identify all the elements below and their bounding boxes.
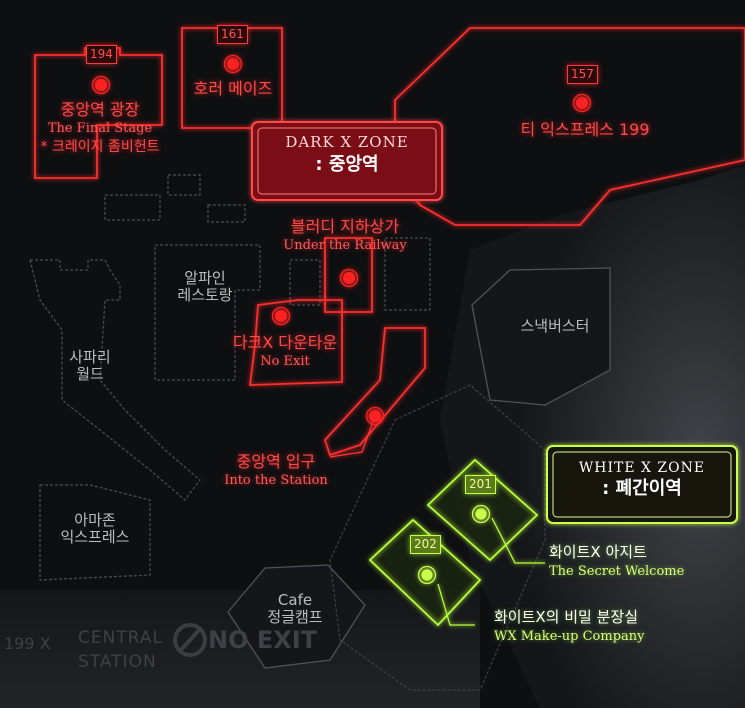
attraction-201[interactable]: 화이트X 아지트 The Secret Welcome [549, 543, 685, 580]
dark-zone-box [251, 121, 443, 201]
badge-157: 157 [567, 65, 598, 84]
attraction-202-name: 화이트X의 비밀 분장실 [494, 608, 639, 626]
place-safari-world[interactable]: 사파리 월드 [69, 348, 111, 384]
attraction-station-entrance-en: Into the Station [224, 473, 328, 489]
attraction-194-sub: * 크레이지 좀비헌트 [40, 139, 160, 156]
no-entry-sign-icon [173, 623, 207, 657]
badge-194: 194 [86, 45, 117, 64]
walkway-outlines [29, 174, 431, 581]
attraction-202[interactable]: 화이트X의 비밀 분장실 WX Make-up Company [494, 608, 645, 645]
red-leader-lines [329, 415, 376, 458]
attraction-station-entrance-name: 중앙역 입구 [236, 452, 316, 471]
attraction-bloody-underground-name: 블러디 지하상가 [290, 217, 400, 236]
place-snack-buster[interactable]: 스낵버스터 [520, 317, 590, 335]
white-zone-title: WHITE X ZONE : 폐간이역 [547, 459, 737, 501]
attraction-161-name[interactable]: 호러 메이즈 [193, 79, 273, 98]
place-amazon-express[interactable]: 아마존 익스프레스 [60, 511, 130, 547]
attraction-dark-x-downtown-en: No Exit [260, 354, 310, 370]
attraction-194-en: The Final Stage [47, 121, 153, 137]
attraction-201-name: 화이트X 아지트 [549, 543, 647, 561]
attraction-station-entrance[interactable]: 중앙역 입구 Into the Station [206, 452, 346, 489]
building-outlines [227, 267, 611, 669]
map-pins [91, 54, 592, 585]
attraction-157-name[interactable]: 티 익스프레스 199 [520, 120, 650, 139]
dark-zone-title: DARK X ZONE : 중앙역 [252, 133, 442, 176]
signage-station: STATION [78, 652, 157, 672]
attraction-194[interactable]: 중앙역 광장 The Final Stage * 크레이지 좀비헌트 [30, 100, 170, 156]
attraction-dark-x-downtown[interactable]: 다크X 다운타운 No Exit [220, 333, 350, 370]
white-zone-path [329, 384, 546, 691]
dark-zone-title-en: DARK X ZONE [285, 133, 409, 151]
place-cafe-jungle-camp[interactable]: Cafe 정글캠프 [267, 591, 323, 627]
white-zone-box [546, 445, 738, 524]
badge-201: 201 [465, 475, 496, 494]
attraction-194-name: 중앙역 광장 [60, 100, 140, 119]
badge-202: 202 [410, 535, 441, 554]
badge-161: 161 [217, 25, 248, 44]
place-alpine-restaurant[interactable]: 알파인 레스토랑 [177, 269, 233, 305]
leader-lines [437, 517, 545, 626]
attraction-dark-x-downtown-name: 다크X 다운타운 [232, 333, 338, 352]
attraction-201-en: The Secret Welcome [549, 564, 685, 580]
attraction-202-en: WX Make-up Company [494, 629, 645, 645]
attraction-bloody-underground[interactable]: 블러디 지하상가 Under the Railway [270, 217, 420, 254]
dark-zone-title-ko: : 중앙역 [315, 153, 379, 175]
signage-199x: 199 X [4, 634, 51, 653]
white-zone-title-en: WHITE X ZONE [578, 460, 706, 476]
attraction-bloody-underground-en: Under the Railway [283, 238, 407, 254]
signage-central: CENTRAL [78, 628, 163, 648]
white-zone-title-ko: : 폐간이역 [602, 478, 682, 500]
signage-no-exit: NO EXIT [208, 626, 318, 654]
